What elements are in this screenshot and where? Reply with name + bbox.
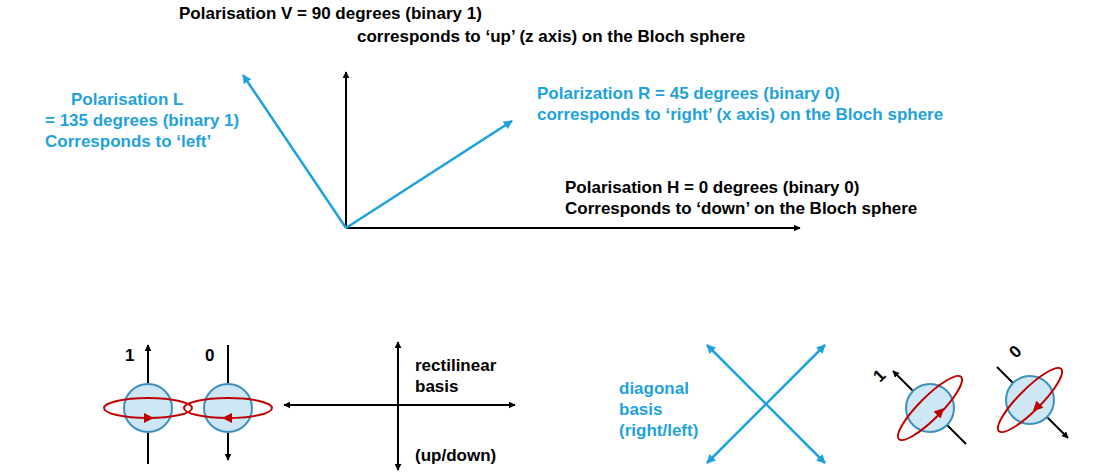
spin-axis xyxy=(997,367,1013,383)
bloch-note: corresponds to ‘right’ (x axis) on the B… xyxy=(536,105,944,125)
spin-axis xyxy=(147,432,149,464)
bloch-sphere xyxy=(124,384,172,432)
bit-value: 1 xyxy=(124,346,135,366)
h-axis xyxy=(346,227,800,229)
basis-name: diagonal xyxy=(618,379,690,399)
bloch-note: Corresponds to ‘left’ xyxy=(44,132,212,152)
spin-direction xyxy=(144,413,154,423)
spin-direction xyxy=(1029,401,1043,415)
spin-axis xyxy=(227,345,229,384)
bloch-note: Corresponds to ‘down’ on the Bloch spher… xyxy=(564,199,918,219)
bloch-sphere xyxy=(204,384,252,432)
v-axis xyxy=(345,72,347,228)
spin-axis xyxy=(947,425,966,444)
spin-direction xyxy=(934,404,948,418)
spin-direction xyxy=(222,413,232,423)
spin-arrow xyxy=(147,345,149,384)
basis-name: basis xyxy=(414,377,459,397)
basis-name: basis xyxy=(618,400,663,420)
spin-orbit xyxy=(891,369,969,447)
polarisation-angle: = 135 degrees (binary 1) xyxy=(44,111,240,131)
basis-name: rectilinear xyxy=(414,356,497,376)
rectilinear-axis xyxy=(284,404,515,406)
bloch-sphere xyxy=(1006,376,1054,424)
l-axis xyxy=(243,75,346,228)
basis-name: (right/left) xyxy=(618,421,699,441)
spin-arrow xyxy=(227,432,229,460)
polarisation-title: Polarization R = 45 degrees (binary 0) xyxy=(536,84,841,104)
bit-value: 0 xyxy=(204,346,215,366)
diagonal-axis xyxy=(707,345,825,463)
rectilinear-axis xyxy=(397,342,399,470)
bit-value: 1 xyxy=(869,365,891,387)
spin-arrow xyxy=(893,371,913,391)
polarisation-title: Polarisation L xyxy=(70,90,184,110)
spin-arrow xyxy=(1047,417,1068,438)
bit-value: 0 xyxy=(1005,341,1027,363)
bloch-sphere xyxy=(906,384,954,432)
basis-name: (up/down) xyxy=(414,446,497,466)
spin-orbit xyxy=(991,361,1069,439)
bloch-note: corresponds to ‘up’ (z axis) on the Bloc… xyxy=(356,27,746,47)
diagonal-axis xyxy=(707,345,825,463)
polarisation-title: Polarisation H = 0 degrees (binary 0) xyxy=(564,178,860,198)
r-axis xyxy=(346,121,512,228)
polarisation-title: Polarisation V = 90 degrees (binary 1) xyxy=(178,4,483,24)
